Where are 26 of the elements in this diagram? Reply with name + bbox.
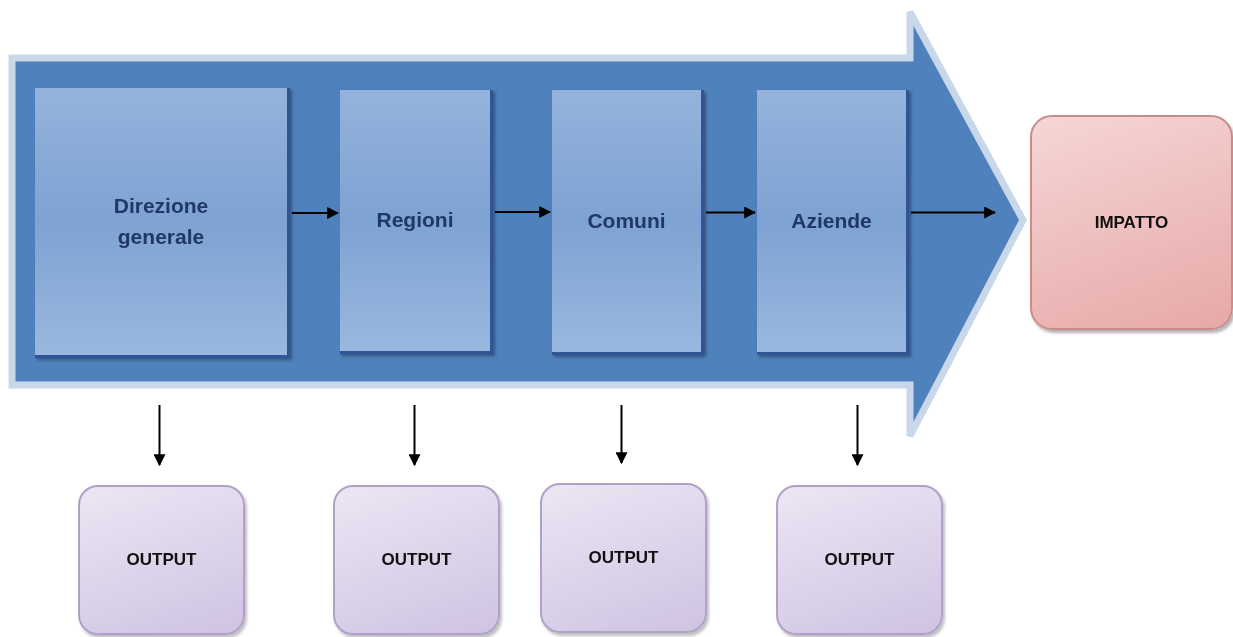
- process-box: [35, 88, 290, 358]
- box-label: OUTPUT: [588, 548, 659, 568]
- arrow: [851, 404, 864, 467]
- box-label: IMPATTO: [1094, 212, 1169, 233]
- arrow: [910, 206, 997, 219]
- output-box: [78, 485, 245, 635]
- outcome-box: [1030, 115, 1233, 330]
- process-box: [757, 90, 909, 355]
- arrow: [153, 404, 166, 467]
- box-label: OUTPUT: [824, 550, 895, 570]
- box-label: Aziende: [791, 207, 872, 234]
- output-box: [776, 485, 943, 635]
- box-label: Comuni: [587, 207, 666, 234]
- process-box: [340, 90, 493, 354]
- box-label: OUTPUT: [126, 550, 197, 570]
- box-label: OUTPUT: [381, 550, 452, 570]
- output-box: [540, 483, 707, 633]
- box-label: Direzione generale: [112, 193, 210, 250]
- arrow: [615, 404, 628, 465]
- process-box: [552, 90, 704, 355]
- arrow: [494, 206, 552, 218]
- arrow: [408, 404, 421, 467]
- output-box: [333, 485, 500, 635]
- arrow: [705, 206, 757, 219]
- box-label: Regioni: [376, 207, 454, 234]
- arrow: [291, 207, 340, 219]
